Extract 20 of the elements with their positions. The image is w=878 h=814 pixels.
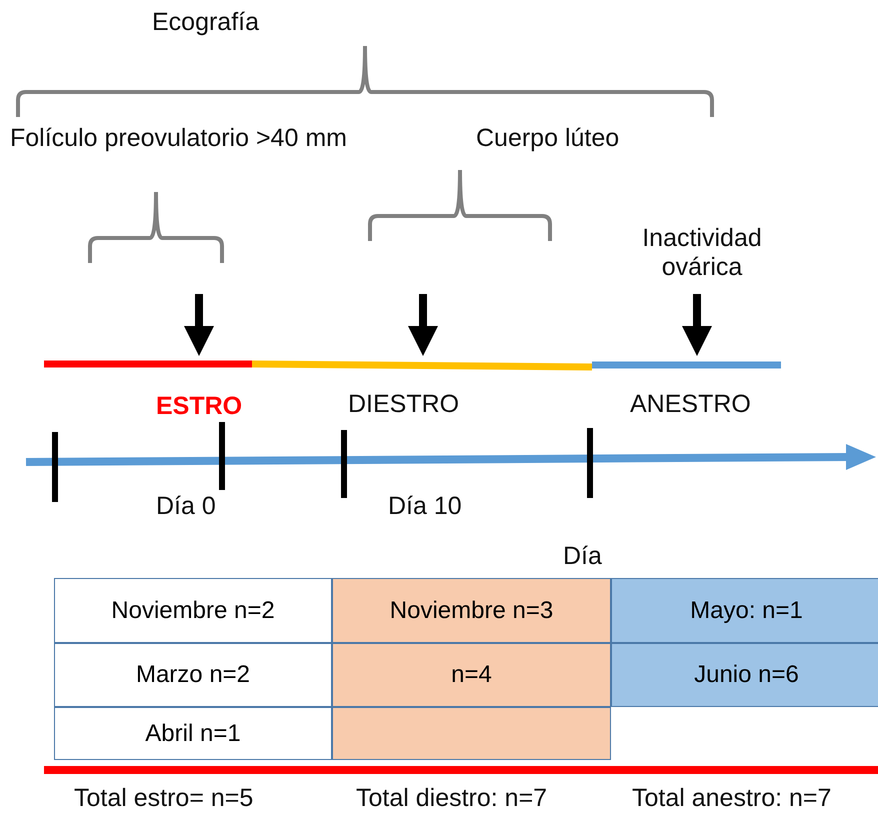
arrow-label: Inactividad ovárica	[641, 224, 763, 282]
table-cell: Marzo n=2	[54, 643, 332, 707]
brace-label: Folículo preovulatorio >40 mm	[10, 124, 347, 153]
total-label: Total anestro: n=7	[632, 784, 832, 813]
phase-label: DIESTRO	[348, 390, 460, 419]
total-label: Total diestro: n=7	[356, 784, 548, 813]
table-cell: Junio n=6	[611, 643, 878, 707]
phase-label: ANESTRO	[630, 390, 751, 419]
phase-label: ESTRO	[156, 392, 242, 421]
table-cell: Noviembre n=2	[54, 578, 332, 643]
total-label: Total estro= n=5	[74, 784, 254, 813]
table-cell: Mayo: n=1	[611, 578, 878, 643]
axis-label: Día	[563, 542, 602, 571]
table-cell: n=4	[332, 643, 611, 707]
day-label: Día 0	[156, 492, 216, 521]
table-cell: Noviembre n=3	[332, 578, 611, 643]
brace-label: Cuerpo lúteo	[476, 124, 620, 153]
table-cell: Abril n=1	[54, 707, 332, 760]
day-label: Día 10	[388, 492, 462, 521]
brace-label: Ecografía	[152, 8, 260, 37]
